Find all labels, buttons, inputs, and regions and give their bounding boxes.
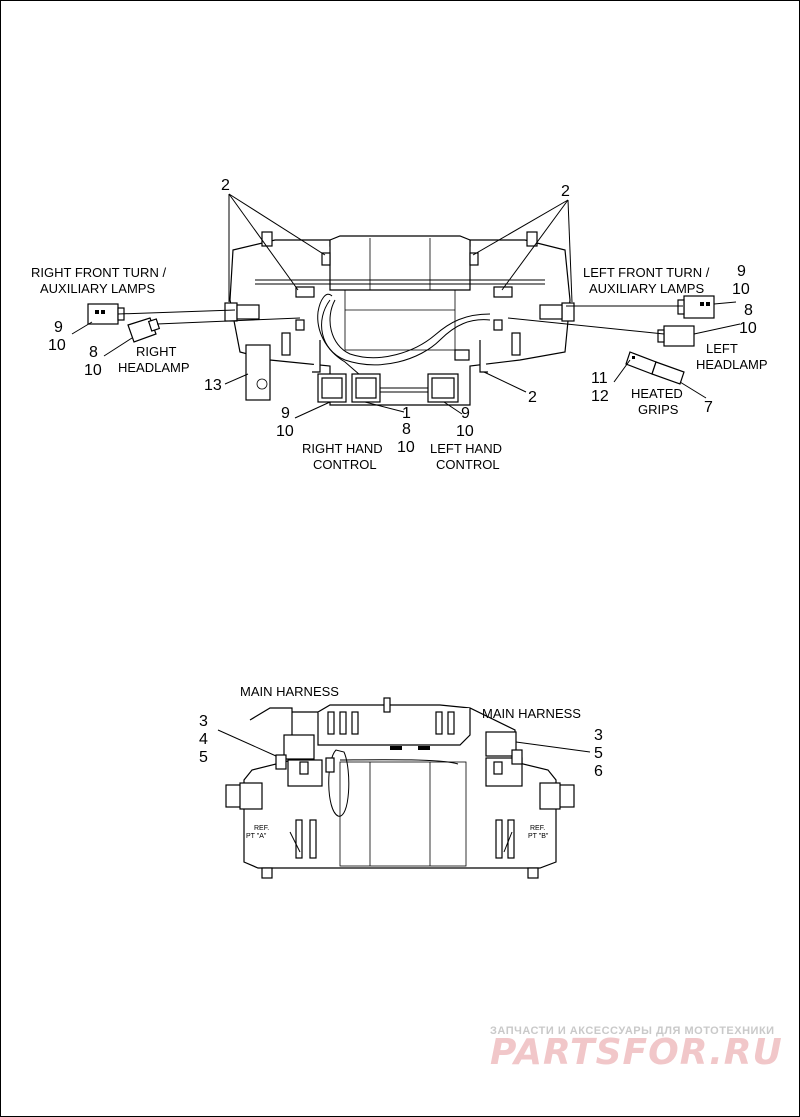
label-left-front-turn: LEFT FRONT TURN / [583,265,710,280]
label-right-headlamp-line2: HEADLAMP [118,360,190,375]
right-headlamp-connector [127,317,161,343]
label-right-hand-control-line2: CONTROL [313,457,377,472]
text-labels: RIGHT FRONT TURN / AUXILIARY LAMPS LEFT … [31,265,768,840]
callout-1: 1 [402,405,411,422]
callout-10-left-front-turn: 10 [732,281,750,298]
label-right-front-turn: RIGHT FRONT TURN / [31,265,166,280]
callout-11: 11 [591,370,608,387]
label-main-harness-left: MAIN HARNESS [240,684,339,699]
callout-10-right-front-turn: 10 [48,337,66,354]
label-ref-a: REF. [254,825,269,832]
callout-9-right-hand-control: 9 [281,405,290,422]
callout-9-right-front-turn: 9 [54,319,63,336]
callout-6-right: 6 [594,763,603,780]
label-heated-grips-line2: GRIPS [638,402,679,417]
label-right-hand-control: RIGHT HAND [302,441,383,456]
label-right-front-turn-line2: AUXILIARY LAMPS [40,281,155,296]
callout-4-left: 4 [199,731,208,748]
left-front-turn-connector [677,295,715,319]
label-main-harness-right: MAIN HARNESS [482,706,581,721]
callout-10-right-headlamp: 10 [84,362,102,379]
label-left-hand-control: LEFT HAND [430,441,502,456]
callout-7: 7 [704,399,713,416]
label-left-hand-control-line2: CONTROL [436,457,500,472]
label-ref-b-line2: PT "B" [528,833,549,840]
callout-3-right: 3 [594,727,603,744]
watermark-tagline: ЗАПЧАСТИ И АКСЕССУАРЫ ДЛЯ МОТОТЕХНИКИ [490,1025,775,1037]
callout-2-lower-right: 2 [528,389,537,406]
leader-lines-bottom [217,729,591,757]
callout-3-left: 3 [199,713,208,730]
callout-numbers: 2 2 2 9 10 8 10 13 9 10 1 8 10 9 10 9 10… [48,177,757,780]
callout-2-top-left: 2 [221,177,230,194]
label-ref-b: REF. [530,825,545,832]
callout-9-left-front-turn: 9 [737,263,746,280]
callout-8-left-headlamp: 8 [744,302,753,319]
watermark-logo: PARTSFOR.RU [490,1032,783,1073]
label-left-front-turn-line2: AUXILIARY LAMPS [589,281,704,296]
callout-10-right-hand-control: 10 [276,423,294,440]
heated-grips-connector [625,351,685,385]
label-left-headlamp: LEFT [706,341,738,356]
callout-12: 12 [591,388,609,405]
callout-2-top-right: 2 [561,183,570,200]
watermark: ЗАПЧАСТИ И АКСЕССУАРЫ ДЛЯ МОТОТЕХНИКИ PA… [490,1025,783,1073]
left-headlamp-connector [657,325,695,347]
label-heated-grips: HEATED [631,386,683,401]
label-ref-a-line2: PT "A" [246,833,267,840]
bottom-bracket-assembly [225,697,575,879]
callout-8-right-headlamp: 8 [89,344,98,361]
label-right-headlamp: RIGHT [136,344,177,359]
callout-8-center: 8 [402,421,411,438]
callout-10-left-hand-control: 10 [456,423,474,440]
top-bracket-assembly [224,231,575,406]
callout-9-left-hand-control: 9 [461,405,470,422]
callout-5-right: 5 [594,745,603,762]
label-left-headlamp-line2: HEADLAMP [696,357,768,372]
callout-5-left: 5 [199,749,208,766]
callout-13: 13 [204,377,222,394]
callout-10-center: 10 [397,439,415,456]
callout-10-left-headlamp: 10 [739,320,757,337]
leader-lines-top [71,193,741,419]
